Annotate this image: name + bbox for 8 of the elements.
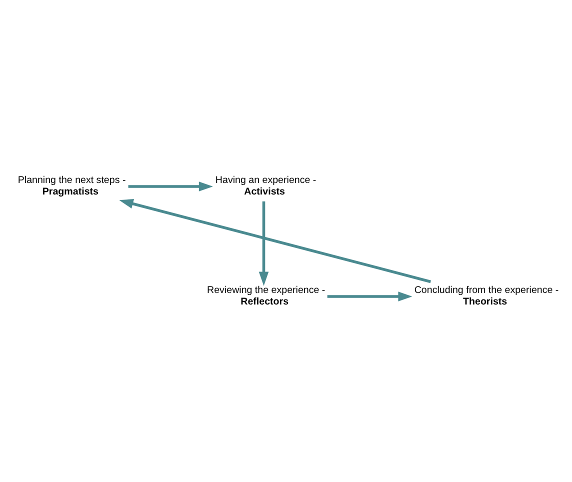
node-text: Having an experience - Activists xyxy=(215,174,316,197)
node-text: Reviewing the experience - Reflectors xyxy=(207,284,326,307)
arrow xyxy=(119,198,431,283)
node-text: Concluding from the experience - Theorists xyxy=(414,284,559,307)
arrow xyxy=(258,200,269,286)
arrow xyxy=(327,291,412,301)
arrow xyxy=(128,181,213,191)
node-text: Planning the next steps - Pragmatists xyxy=(18,174,126,197)
